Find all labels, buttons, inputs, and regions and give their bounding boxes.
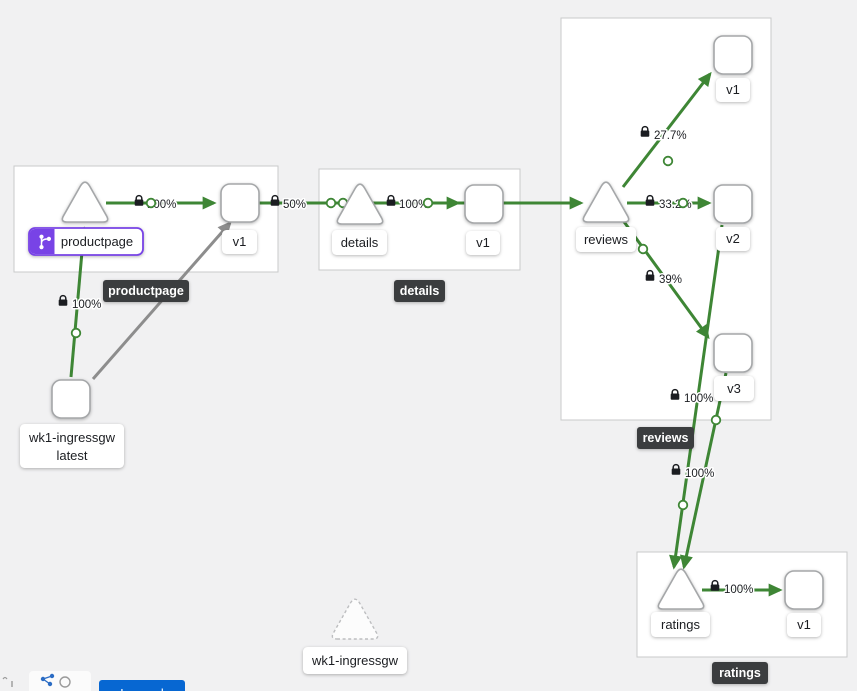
toolbar-corner-partial-icon[interactable] <box>0 674 24 691</box>
lock-icon <box>57 294 69 307</box>
workload-node-reviews-v1[interactable] <box>713 35 753 75</box>
svg-text:productpage: productpage <box>61 234 133 249</box>
node-label-reviews-v1[interactable]: v1 <box>716 78 750 102</box>
node-label-ratings[interactable]: ratings <box>651 612 710 637</box>
svg-text:v2: v2 <box>726 231 740 246</box>
svg-text:ratings: ratings <box>719 666 761 680</box>
service-node-idle-ingressgw[interactable] <box>331 598 379 640</box>
group-badge-reviews: reviews <box>637 427 694 449</box>
circle-icon <box>59 676 71 688</box>
svg-text:v3: v3 <box>727 381 741 396</box>
edge-label-v2-to-ratings: 100% <box>669 388 715 407</box>
node-label-productpage[interactable]: productpage <box>28 227 144 256</box>
traffic-percent: 100% <box>685 468 714 480</box>
waypoint-circle <box>145 197 157 209</box>
code-branch-icon <box>39 234 51 250</box>
edge-label-ratings-to-v1: 100% <box>709 579 755 598</box>
waypoint-circle <box>422 197 434 209</box>
waypoint-circle <box>677 197 689 209</box>
workload-node-ingressgw[interactable] <box>51 379 91 419</box>
node-label-ratings-v1[interactable]: v1 <box>787 613 821 637</box>
svg-text:v1: v1 <box>476 235 490 250</box>
svg-text:latest: latest <box>56 448 87 463</box>
edge-reviews-to-v1[interactable] <box>621 71 712 188</box>
edge-label-reviews-to-v1: 27.7% <box>639 125 688 144</box>
edge-label-v3-to-ratings: 100% <box>670 463 716 482</box>
group-badge-ratings: ratings <box>712 662 768 684</box>
svg-text:productpage: productpage <box>108 284 184 298</box>
waypoint-circle <box>325 197 337 209</box>
node-label-ingressgw[interactable]: wk1-ingressgw latest <box>20 424 124 468</box>
edge-label-v1-to-details: 50% <box>269 194 308 213</box>
edge-label-ingress-to-pp: 100% <box>57 294 103 313</box>
group-badge-details: details <box>394 280 445 302</box>
node-label-productpage-v1[interactable]: v1 <box>222 230 257 254</box>
group-badge-productpage: productpage <box>103 280 189 302</box>
traffic-percent: 100% <box>399 199 428 211</box>
traffic-percent: 100% <box>684 393 713 405</box>
traffic-percent: 39% <box>659 274 682 286</box>
waypoint-circle <box>662 155 674 167</box>
traffic-percent: 100% <box>72 299 101 311</box>
svg-text:v1: v1 <box>726 82 740 97</box>
node-label-details[interactable]: details <box>332 230 387 255</box>
waypoint-circle <box>70 327 82 339</box>
edge-label-details-to-v1: 100% <box>385 194 430 213</box>
svg-text:reviews: reviews <box>643 431 689 445</box>
waypoint-circle <box>710 414 722 426</box>
traffic-percent: 27.7% <box>654 130 687 142</box>
workload-node-reviews-v3[interactable] <box>713 333 753 373</box>
svg-text:details: details <box>400 284 440 298</box>
svg-text:wk1-ingressgw: wk1-ingressgw <box>28 430 116 445</box>
svg-text:ratings: ratings <box>661 617 701 632</box>
edge-label-reviews-to-v3: 39% <box>644 269 684 288</box>
lock-icon <box>670 463 682 476</box>
toolbar-graph-tools[interactable] <box>29 671 91 691</box>
edge-reviews-to-v3[interactable] <box>620 218 710 340</box>
svg-text:reviews: reviews <box>584 232 629 247</box>
node-label-idle-ingressgw[interactable]: wk1-ingressgw <box>303 647 407 674</box>
waypoint-circle <box>677 499 689 511</box>
svg-text:wk1-ingressgw: wk1-ingressgw <box>311 653 399 668</box>
workload-node-reviews-v2[interactable] <box>713 184 753 224</box>
legend-button[interactable]: Legend <box>99 680 185 691</box>
share-graph-icon <box>40 673 55 687</box>
node-label-reviews[interactable]: reviews <box>576 227 636 252</box>
waypoint-circle <box>637 243 649 255</box>
node-label-reviews-v2[interactable]: v2 <box>716 227 750 251</box>
traffic-percent: 100% <box>724 584 753 596</box>
svg-text:v1: v1 <box>233 234 247 249</box>
workload-node-details-v1[interactable] <box>464 184 504 224</box>
node-label-details-v1[interactable]: v1 <box>466 231 500 255</box>
node-label-reviews-v3[interactable]: v3 <box>714 376 754 401</box>
workload-node-productpage-v1[interactable] <box>220 183 260 223</box>
svg-text:details: details <box>341 235 379 250</box>
traffic-percent: 50% <box>283 199 306 211</box>
workload-node-ratings-v1[interactable] <box>784 570 824 610</box>
svg-text:v1: v1 <box>797 617 811 632</box>
edge-v3-to-ratings[interactable] <box>680 372 728 570</box>
